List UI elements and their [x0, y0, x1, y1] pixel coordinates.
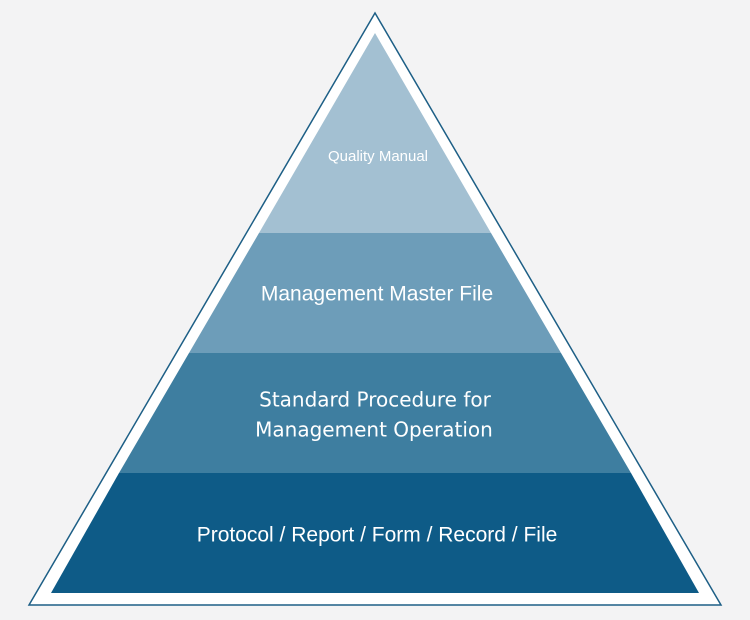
tier-label-quality-manual: Quality Manual: [328, 148, 428, 165]
tier-protocol-report: [51, 473, 699, 593]
tier-label-standard-procedure-line1: Standard Procedure for: [259, 388, 491, 412]
tier-management-master-file: [189, 233, 561, 353]
tier-standard-procedure: [119, 353, 631, 473]
tier-label-protocol-report: Protocol / Report / Form / Record / File: [197, 524, 558, 547]
tier-label-management-master-file: Management Master File: [261, 283, 493, 306]
tier-label-standard-procedure-line2: Management Operation: [255, 418, 493, 442]
tier-quality-manual: [259, 33, 491, 233]
